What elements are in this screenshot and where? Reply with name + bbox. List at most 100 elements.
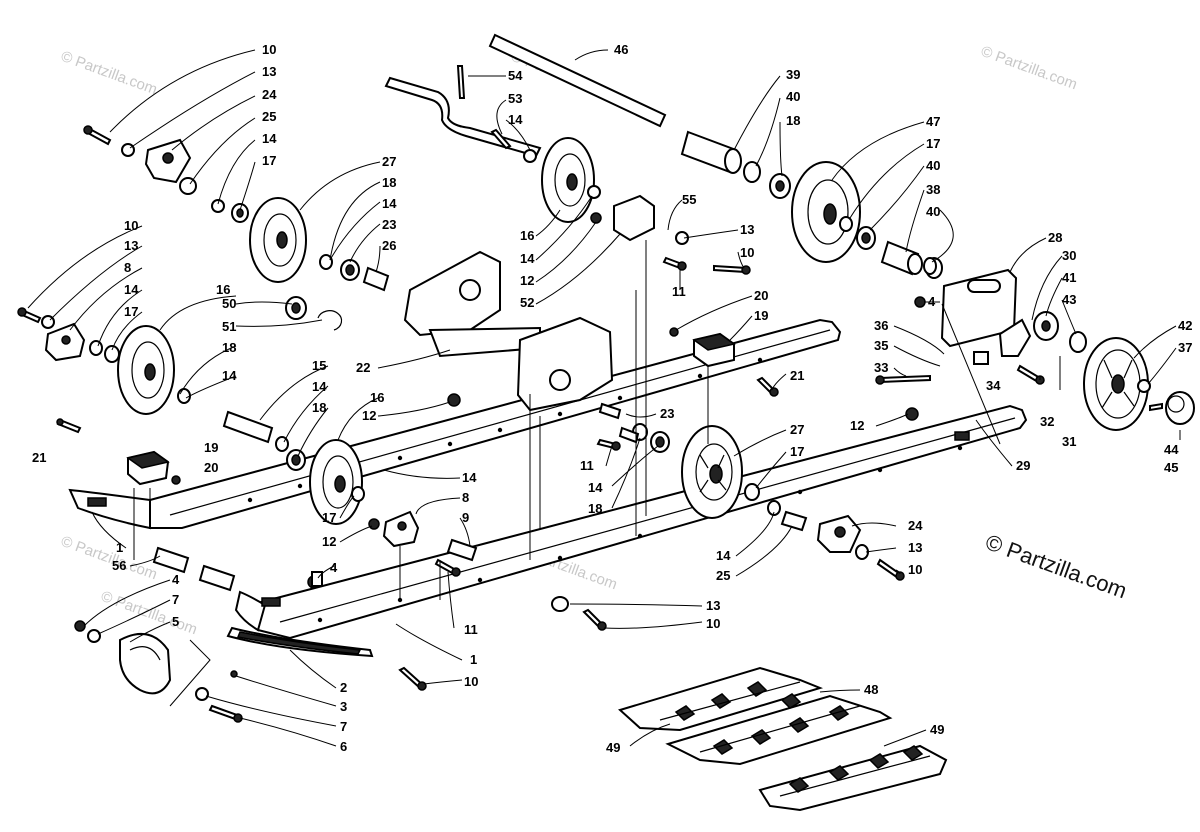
- callout-25: 25: [716, 568, 730, 583]
- callout-22: 22: [356, 360, 370, 375]
- callout-21: 21: [32, 450, 46, 465]
- callout-42: 42: [1178, 318, 1192, 333]
- callout-27: 27: [382, 154, 396, 169]
- callout-1: 1: [470, 652, 477, 667]
- callout-35: 35: [874, 338, 888, 353]
- bumper-19-front: [126, 450, 170, 486]
- callout-17: 17: [124, 304, 138, 319]
- callout-7: 7: [340, 719, 347, 734]
- callout-1: 1: [116, 540, 123, 555]
- callout-18: 18: [312, 400, 326, 415]
- callout-45: 45: [1164, 460, 1178, 475]
- front-bumper-5: [119, 632, 172, 695]
- callout-6: 6: [340, 739, 347, 754]
- callout-14: 14: [588, 480, 603, 495]
- callout-16: 16: [370, 390, 384, 405]
- callout-14: 14: [462, 470, 477, 485]
- idler-wheel-47: [791, 161, 861, 263]
- callout-4: 4: [330, 560, 338, 575]
- rear-cross-shaft: [488, 33, 667, 128]
- callout-14: 14: [222, 368, 237, 383]
- spacer-56: [152, 546, 236, 592]
- callout-13: 13: [740, 222, 754, 237]
- callout-3: 3: [340, 699, 347, 714]
- callout-20: 20: [204, 460, 218, 475]
- wear-strip: [226, 626, 374, 658]
- callout-28: 28: [1048, 230, 1062, 245]
- callout-40: 40: [786, 89, 800, 104]
- callout-4: 4: [928, 294, 936, 309]
- callout-17: 17: [262, 153, 276, 168]
- bracket-41: [998, 318, 1032, 357]
- idler-wheel-27-lower: [681, 425, 743, 519]
- callout-49: 49: [606, 740, 620, 755]
- callout-20: 20: [754, 288, 768, 303]
- spacer-4-small: [311, 571, 323, 587]
- watermark-6: © Partzilla.com: [99, 588, 200, 639]
- callout-50: 50: [222, 296, 236, 311]
- idler-wheel-16-center: [541, 137, 595, 223]
- callout-51: 51: [222, 319, 236, 334]
- callout-10: 10: [706, 616, 720, 631]
- callout-2: 2: [340, 680, 347, 695]
- callout-31: 31: [1062, 434, 1076, 449]
- callout-14: 14: [520, 251, 535, 266]
- slide-rail-front-curl-lower: [234, 590, 281, 632]
- circlip-51: [317, 310, 343, 331]
- callout-14: 14: [716, 548, 731, 563]
- callout-12: 12: [362, 408, 376, 423]
- callout-46: 46: [614, 42, 628, 57]
- spacer-23-lower: [598, 402, 640, 444]
- callout-41: 41: [1062, 270, 1076, 285]
- callout-14: 14: [508, 112, 523, 127]
- callout-24: 24: [262, 87, 277, 102]
- spacer-38: [880, 240, 923, 276]
- bolts: [17, 65, 1163, 723]
- idler-wheel-16-front: [117, 325, 175, 415]
- callout-14: 14: [124, 282, 139, 297]
- callout-23: 23: [660, 406, 674, 421]
- slide-rail-front-curl-upper: [68, 488, 151, 530]
- bracket-8-lower: [382, 510, 420, 548]
- callout-labels: 10 13 24 25 14 17 27 18 14 23 26 10 13 8…: [32, 42, 1192, 755]
- spacer-39: [680, 130, 742, 174]
- callout-36: 36: [874, 318, 888, 333]
- hub-cap-44: [1165, 391, 1195, 425]
- callout-16: 16: [216, 282, 230, 297]
- leader-lines: [27, 49, 1181, 747]
- callout-10: 10: [262, 42, 276, 57]
- callout-33: 33: [874, 360, 888, 375]
- callout-39: 39: [786, 67, 800, 82]
- callout-37: 37: [1178, 340, 1192, 355]
- callout-8: 8: [462, 490, 469, 505]
- callout-30: 30: [1062, 248, 1076, 263]
- callout-32: 32: [1040, 414, 1054, 429]
- spacer-9: [446, 538, 478, 562]
- spacer-15: [222, 410, 274, 444]
- callout-43: 43: [1062, 292, 1076, 307]
- callout-14: 14: [262, 131, 277, 146]
- callout-12: 12: [850, 418, 864, 433]
- bracket-8-front: [44, 322, 86, 362]
- callout-24: 24: [908, 518, 923, 533]
- callout-14: 14: [382, 196, 397, 211]
- callout-55: 55: [682, 192, 696, 207]
- washers: [41, 143, 1151, 701]
- callout-34: 34: [986, 378, 1001, 393]
- callout-54: 54: [508, 68, 523, 83]
- callout-18: 18: [588, 501, 602, 516]
- callout-11: 11: [580, 458, 594, 473]
- callout-8: 8: [124, 260, 131, 275]
- callout-11: 11: [672, 284, 686, 299]
- watermark-1: © Partzilla.com: [59, 48, 160, 99]
- callout-9: 9: [462, 510, 469, 525]
- callout-17: 17: [790, 444, 804, 459]
- bracket-24-upper: [144, 138, 192, 184]
- front-arm-assembly: [403, 250, 614, 412]
- callout-4: 4: [172, 572, 180, 587]
- callout-26: 26: [382, 238, 396, 253]
- watermark-3: © Partzilla.com: [979, 43, 1080, 94]
- idler-wheel-27-upper: [249, 197, 307, 283]
- callout-25: 25: [262, 109, 276, 124]
- callout-10: 10: [124, 218, 138, 233]
